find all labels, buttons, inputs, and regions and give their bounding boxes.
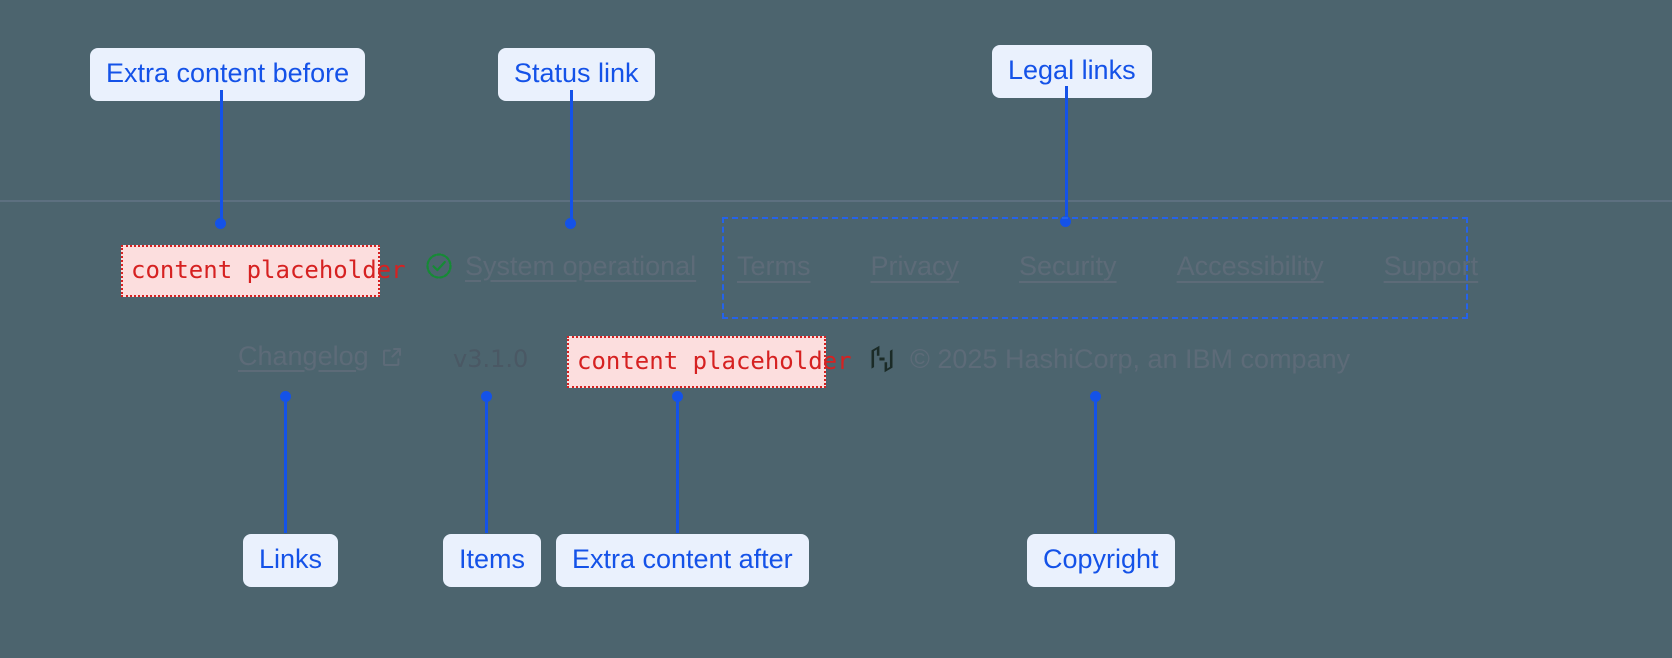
external-link-icon	[380, 345, 404, 369]
extra-content-before-placeholder: content placeholder	[121, 245, 406, 297]
leader-line-status-link	[570, 90, 573, 224]
changelog-link[interactable]: Changelog	[238, 343, 404, 370]
status-link[interactable]: System operational	[424, 251, 696, 281]
copyright-block: © 2025 HashiCorp, an IBM company	[868, 344, 1350, 374]
leader-line-links	[284, 397, 287, 533]
callout-status-link: Status link	[498, 48, 655, 101]
extra-content-after-placeholder: content placeholder	[567, 336, 852, 388]
legal-link-support[interactable]: Support	[1383, 251, 1479, 281]
callout-copyright: Copyright	[1027, 534, 1175, 587]
hashicorp-logo	[868, 344, 896, 374]
legal-link-security[interactable]: Security	[1019, 251, 1117, 281]
callout-extra-content-before: Extra content before	[90, 48, 366, 101]
legal-link-accessibility[interactable]: Accessibility	[1176, 251, 1324, 281]
leader-line-extra-content-after	[676, 397, 679, 533]
leader-dot-items	[481, 391, 492, 402]
leader-line-copyright	[1094, 397, 1097, 533]
leader-dot-status-link	[565, 218, 576, 229]
status-link-label: System operational	[465, 250, 697, 281]
leader-dot-extra-content-after	[672, 391, 683, 402]
legal-links-highlight	[722, 217, 1468, 319]
leader-dot-legal-links	[1060, 216, 1071, 227]
legal-links-list: Terms Privacy Security Accessibility Sup…	[737, 253, 1478, 280]
legal-link-terms[interactable]: Terms	[737, 251, 811, 281]
leader-line-items	[485, 397, 488, 533]
changelog-label: Changelog	[238, 341, 369, 371]
legal-link-privacy[interactable]: Privacy	[870, 251, 960, 281]
leader-line-extra-content-before	[220, 90, 223, 224]
copyright-text: © 2025 HashiCorp, an IBM company	[910, 343, 1351, 374]
leader-dot-extra-content-before	[215, 218, 226, 229]
check-circle-icon	[424, 251, 454, 281]
leader-line-legal-links	[1065, 86, 1068, 222]
leader-dot-links	[280, 391, 291, 402]
callout-legal-links: Legal links	[992, 45, 1152, 98]
callout-links: Links	[243, 534, 339, 587]
version-label: v3.1.0	[453, 345, 529, 373]
leader-dot-copyright	[1090, 391, 1101, 402]
footer-region	[0, 200, 1672, 600]
callout-items: Items	[443, 534, 542, 587]
callout-extra-content-after: Extra content after	[556, 534, 809, 587]
